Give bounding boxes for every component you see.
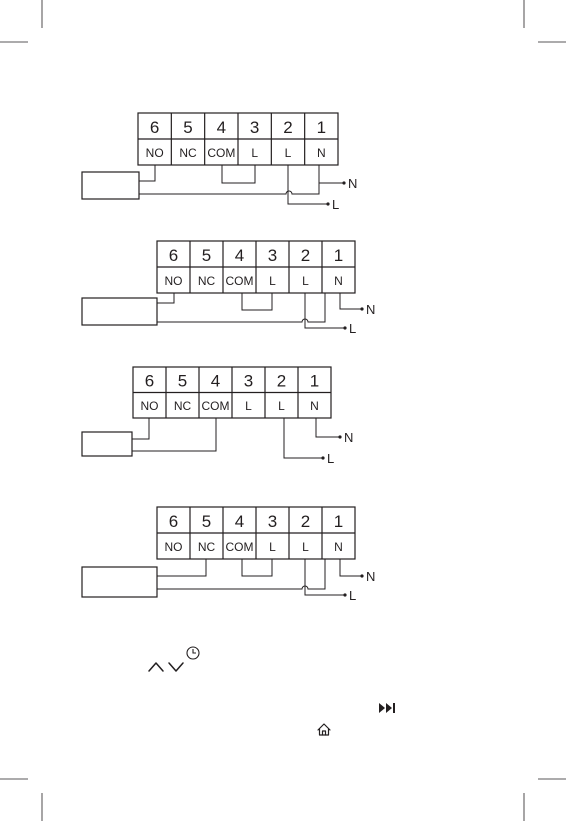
terminal-label: NO — [146, 146, 164, 160]
terminal-label: COM — [207, 146, 235, 160]
wire-n-ext — [340, 559, 362, 576]
terminal-number: 4 — [211, 372, 220, 391]
device-box — [82, 432, 132, 456]
terminal-label: NO — [141, 399, 159, 413]
terminal-label: NC — [198, 540, 216, 554]
wire-no — [139, 165, 155, 181]
terminal-number: 4 — [235, 246, 244, 265]
wire-n-ext — [340, 293, 362, 309]
external-label-n: N — [366, 569, 375, 584]
terminal-label: L — [269, 540, 276, 554]
wire-n-ext — [316, 418, 340, 437]
terminal-number: 2 — [277, 372, 286, 391]
device-box — [82, 567, 157, 597]
terminal-number: 6 — [169, 246, 178, 265]
terminal-number: 5 — [202, 512, 211, 531]
terminal-number: 5 — [178, 372, 187, 391]
wire-com-l-bridge — [222, 165, 255, 183]
terminal-label: L — [269, 274, 276, 288]
terminal-label: NO — [165, 274, 183, 288]
terminal-dot-l — [321, 456, 324, 459]
terminal-number: 4 — [235, 512, 244, 531]
home-icon — [318, 724, 330, 735]
terminal-dot-n — [360, 307, 363, 310]
terminal-label: L — [285, 146, 292, 160]
terminal-dot-n — [338, 435, 341, 438]
external-label-l: L — [327, 451, 334, 466]
terminal-number: 3 — [244, 372, 253, 391]
terminal-label: NC — [179, 146, 197, 160]
wire-com-l-bridge — [242, 559, 272, 576]
terminal-number: 6 — [150, 118, 159, 137]
wire-n-ext — [319, 165, 344, 183]
terminal-label: L — [302, 274, 309, 288]
wire-com-l-bridge — [242, 293, 272, 310]
wire-nc — [157, 559, 206, 576]
external-label-l: L — [349, 321, 356, 336]
terminal-number: 3 — [268, 246, 277, 265]
terminal-dot-l — [343, 326, 346, 329]
terminal-label: N — [334, 274, 343, 288]
terminal-label: L — [278, 399, 285, 413]
terminal-number: 1 — [310, 372, 319, 391]
skip-forward-icon — [379, 703, 395, 713]
clock-icon — [187, 647, 199, 659]
external-label-n: N — [348, 176, 357, 191]
terminal-label: L — [245, 399, 252, 413]
terminal-label: N — [310, 399, 319, 413]
terminal-number: 3 — [250, 118, 259, 137]
external-label-n: N — [366, 302, 375, 317]
external-label-n: N — [344, 430, 353, 445]
terminal-dot-n — [360, 574, 363, 577]
terminal-number: 4 — [217, 118, 226, 137]
wire-l-ext — [284, 418, 323, 458]
terminal-label: NC — [174, 399, 192, 413]
wire-l-ext — [288, 165, 328, 204]
wire-device-to-l — [157, 293, 325, 322]
terminal-label: COM — [202, 399, 230, 413]
terminal-number: 2 — [283, 118, 292, 137]
terminal-number: 6 — [169, 512, 178, 531]
terminal-label: N — [317, 146, 326, 160]
terminal-dot-l — [326, 202, 329, 205]
terminal-label: N — [334, 540, 343, 554]
terminal-number: 3 — [268, 512, 277, 531]
device-box — [82, 298, 157, 325]
device-box — [82, 172, 139, 199]
terminal-dot-l — [343, 593, 346, 596]
terminal-label: COM — [226, 274, 254, 288]
terminal-number: 5 — [183, 118, 192, 137]
terminal-label: NO — [165, 540, 183, 554]
terminal-number: 1 — [317, 118, 326, 137]
terminal-number: 1 — [334, 246, 343, 265]
terminal-label: L — [302, 540, 309, 554]
external-label-l: L — [332, 197, 339, 212]
wire-device-to-l — [157, 559, 325, 589]
wire-no — [132, 418, 149, 439]
chevron-up-icon — [149, 663, 163, 671]
external-label-l: L — [349, 588, 356, 603]
terminal-number: 6 — [145, 372, 154, 391]
terminal-label: L — [251, 146, 258, 160]
terminal-number: 5 — [202, 246, 211, 265]
terminal-label: COM — [226, 540, 254, 554]
chevron-down-icon — [169, 663, 183, 671]
wire-device-to-l — [139, 165, 319, 194]
wire-no — [157, 293, 174, 303]
terminal-number: 1 — [334, 512, 343, 531]
terminal-dot-n — [342, 181, 345, 184]
terminal-number: 2 — [301, 246, 310, 265]
wire-com — [132, 418, 216, 451]
terminal-number: 2 — [301, 512, 310, 531]
terminal-label: NC — [198, 274, 216, 288]
